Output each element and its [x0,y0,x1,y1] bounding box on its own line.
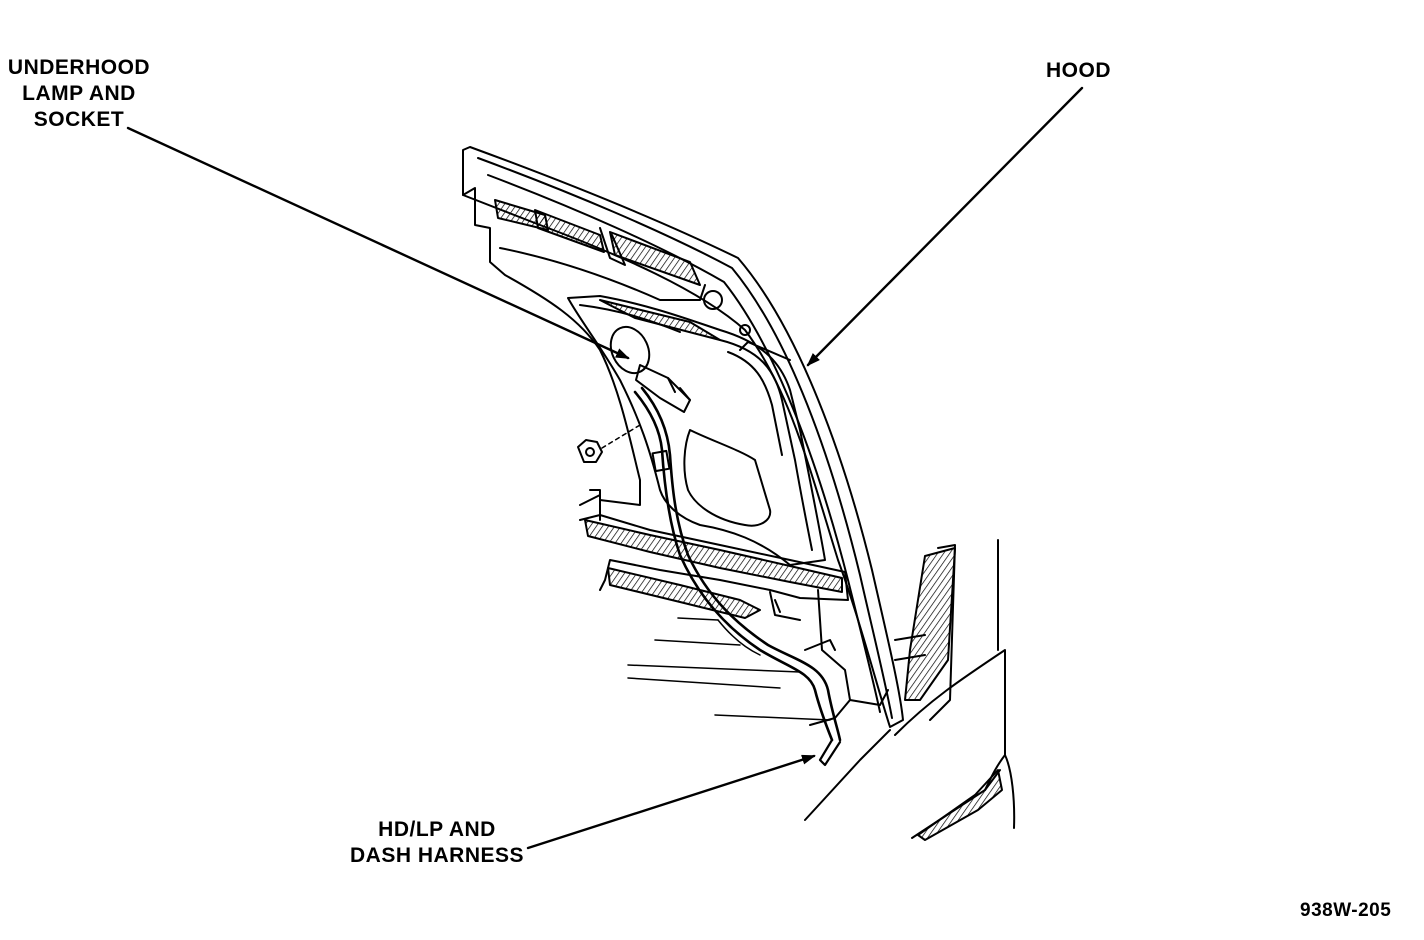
leader-line-lamp [126,126,630,360]
body-side-pillar [929,544,956,721]
wiring-harness [633,390,834,742]
front-recess-2 [534,209,605,253]
underhood-lamp-label-line-3: SOCKET [33,108,125,131]
fender-hatch [917,769,1003,841]
figure-id-label: 938W-205 [1300,900,1392,921]
underhood-lamp-label-line-2: LAMP AND [22,82,136,105]
hood-inner-rim-2 [487,174,881,713]
harness-label: HD/LP AND DASH HARNESS [348,817,526,869]
lamp-bulb [609,325,651,375]
crossmember-hatch [584,519,843,593]
underhood-lamp-label-line-1: UNDERHOOD [7,56,151,79]
wiring-harness-2 [640,386,842,742]
leader-line-harness [526,754,816,850]
panel-hatch-top [599,299,721,341]
mounting-bolt [577,439,603,463]
crossmember-hatch-2 [607,567,761,619]
harness-label-line-1: HD/LP AND [378,818,496,841]
harness-label-line-2: DASH HARNESS [349,844,525,867]
leader-line-hood [806,86,1084,367]
hood-outer-edge [462,146,904,728]
lower-crossmember [579,514,849,601]
hood-hinge [809,589,889,726]
hood-inner-rim [477,157,893,719]
underhood-lamp-label: UNDERHOOD LAMP AND SOCKET [4,55,154,133]
harness-connector [651,449,671,473]
pillar-hatch [904,547,956,701]
hood-label: HOOD [1046,59,1111,82]
inner-window [683,429,772,527]
front-recess-3 [609,231,701,286]
